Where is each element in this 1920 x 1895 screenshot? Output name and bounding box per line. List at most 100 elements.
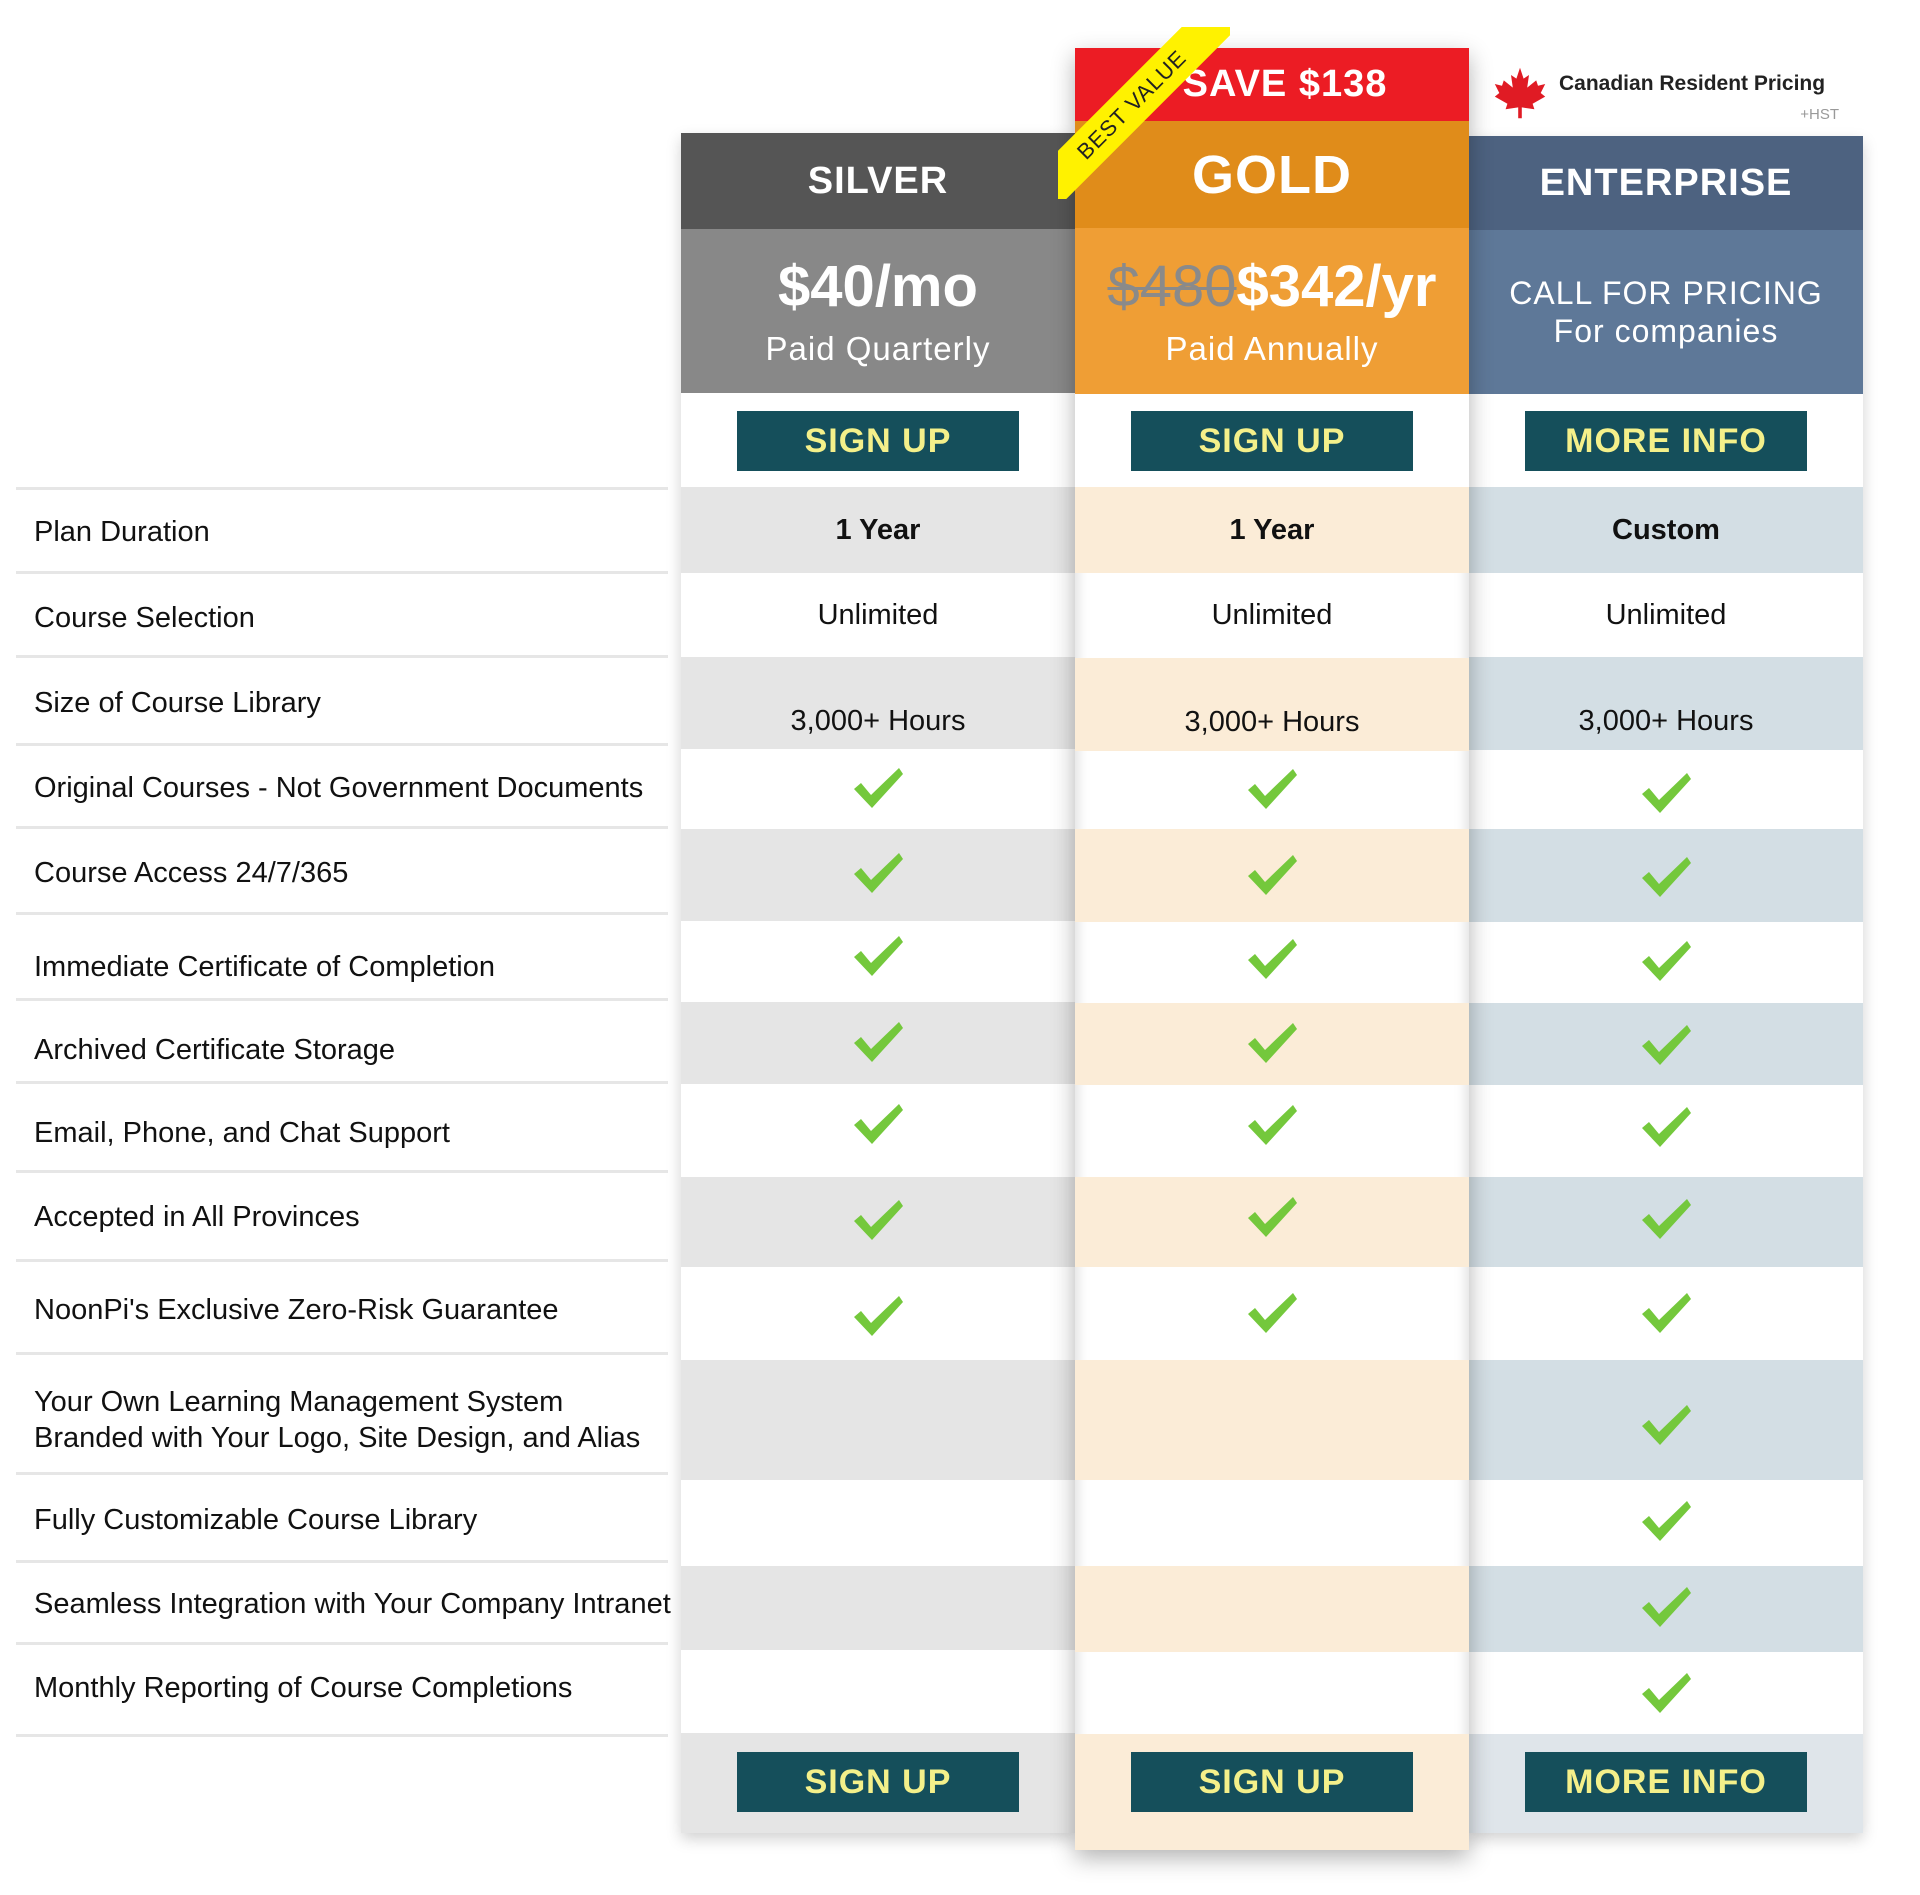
plan-gold-price-box: $480$342/yr Paid Annually [1075, 228, 1469, 394]
feature-plan-duration: Plan Duration [34, 516, 210, 548]
check-icon [851, 765, 905, 811]
feature-course-selection: Course Selection [34, 602, 255, 634]
stripe [1469, 1003, 1863, 1085]
check-icon [1639, 1290, 1693, 1336]
check-icon [851, 933, 905, 979]
feature-monthly-reporting: Monthly Reporting of Course Completions [34, 1672, 573, 1704]
plan-silver-name: SILVER [681, 133, 1075, 229]
row-divider [16, 1560, 668, 1563]
plan-enterprise-price-box: CALL FOR PRICING For companies [1469, 230, 1863, 394]
plan-gold-price: $342/yr [1236, 254, 1437, 319]
check-icon [1639, 1498, 1693, 1544]
stripe [681, 657, 1075, 749]
plan-gold-price-line: $480$342/yr [1107, 254, 1436, 320]
check-icon [851, 850, 905, 896]
check-icon [1639, 938, 1693, 984]
silver-signup-button-bottom[interactable]: SIGN UP [737, 1752, 1019, 1812]
enterprise-library: 3,000+ Hours [1578, 704, 1754, 737]
plan-gold-old-price: $480 [1107, 254, 1237, 319]
row-divider [16, 1170, 668, 1173]
feature-support: Email, Phone, and Chat Support [34, 1117, 450, 1149]
feature-customizable-library: Fully Customizable Course Library [34, 1504, 478, 1536]
row-divider [16, 655, 668, 658]
plan-silver: SILVER $40/mo Paid Quarterly SIGN UP 1 Y… [681, 133, 1075, 1833]
row-divider [16, 743, 668, 746]
tax-note: +HST [1800, 106, 1839, 123]
enterprise-duration: Custom [1612, 513, 1720, 546]
stripe [1469, 487, 1863, 573]
feature-lms: Your Own Learning Management System [34, 1386, 564, 1418]
feature-immediate-certificate: Immediate Certificate of Completion [34, 951, 495, 983]
stripe [1469, 1360, 1863, 1480]
gold-library: 3,000+ Hours [1184, 705, 1360, 738]
row-divider [16, 487, 668, 490]
canadian-pricing-label: Canadian Resident Pricing [1559, 72, 1826, 95]
best-value-label: BEST VALUE [1058, 27, 1230, 199]
plan-silver-billing: Paid Quarterly [765, 330, 991, 367]
plan-enterprise-audience: For companies [1553, 313, 1779, 349]
best-value-ribbon: BEST VALUE [1058, 27, 1230, 199]
check-icon [1639, 1104, 1693, 1150]
feature-intranet-integration: Seamless Integration with Your Company I… [34, 1588, 671, 1620]
stripe [681, 1360, 1075, 1480]
row-divider [16, 571, 668, 574]
feature-original-courses: Original Courses - Not Government Docume… [34, 772, 644, 804]
enterprise-selection: Unlimited [1605, 598, 1727, 631]
check-icon [851, 1101, 905, 1147]
check-icon [851, 1019, 905, 1065]
stripe [1075, 1360, 1469, 1480]
check-icon [1639, 1402, 1693, 1448]
row-divider [16, 1472, 668, 1475]
gold-duration: 1 Year [1229, 513, 1315, 546]
gold-signup-button-bottom[interactable]: SIGN UP [1131, 1752, 1413, 1812]
silver-duration: 1 Year [835, 513, 921, 546]
stripe [681, 487, 1075, 573]
row-divider [16, 1259, 668, 1262]
feature-lms-branding: Branded with Your Logo, Site Design, and… [34, 1422, 641, 1454]
plan-silver-price: $40/mo [778, 254, 978, 319]
plan-enterprise-name: ENTERPRISE [1469, 136, 1863, 230]
check-icon [1639, 854, 1693, 900]
plan-enterprise: ENTERPRISE CALL FOR PRICING For companie… [1469, 136, 1863, 1833]
enterprise-more-info-button-bottom[interactable]: MORE INFO [1525, 1752, 1807, 1812]
silver-selection: Unlimited [817, 598, 939, 631]
silver-signup-button-top[interactable]: SIGN UP [737, 411, 1019, 471]
feature-archived-storage: Archived Certificate Storage [34, 1034, 396, 1066]
check-icon [1245, 766, 1299, 812]
check-icon [1245, 852, 1299, 898]
row-divider [16, 912, 668, 915]
check-icon [851, 1293, 905, 1339]
check-icon [1245, 1194, 1299, 1240]
stripe [681, 1566, 1075, 1650]
maple-leaf-icon [1494, 67, 1546, 119]
gold-selection: Unlimited [1211, 599, 1333, 631]
row-divider [16, 998, 668, 1001]
check-icon [1245, 1290, 1299, 1336]
check-icon [1245, 936, 1299, 982]
check-icon [1639, 770, 1693, 816]
row-divider [16, 1642, 668, 1645]
plan-enterprise-pricing: CALL FOR PRICING [1509, 275, 1823, 311]
row-divider [16, 1081, 668, 1084]
plan-gold-name: GOLD [1075, 121, 1469, 228]
check-icon [1639, 1584, 1693, 1630]
plan-silver-price-box: $40/mo Paid Quarterly [681, 229, 1075, 393]
canadian-pricing-note: Canadian Resident Pricing +HST [1493, 62, 1863, 128]
stripe [1075, 487, 1469, 573]
stripe [1469, 829, 1863, 922]
plan-gold: SAVE $138 GOLD $480$342/yr Paid Annually… [1075, 48, 1469, 1850]
check-icon [851, 1197, 905, 1243]
check-icon [1639, 1196, 1693, 1242]
check-icon [1639, 1022, 1693, 1068]
gold-signup-button-top[interactable]: SIGN UP [1131, 411, 1413, 471]
stripe [1469, 657, 1863, 750]
row-divider [16, 1734, 668, 1737]
silver-library: 3,000+ Hours [790, 704, 966, 737]
row-divider [16, 826, 668, 829]
enterprise-more-info-button-top[interactable]: MORE INFO [1525, 411, 1807, 471]
plan-gold-billing: Paid Annually [1165, 330, 1379, 367]
stripe [1075, 658, 1469, 751]
check-icon [1639, 1670, 1693, 1716]
feature-provinces: Accepted in All Provinces [34, 1201, 360, 1233]
feature-library-size: Size of Course Library [34, 687, 321, 719]
